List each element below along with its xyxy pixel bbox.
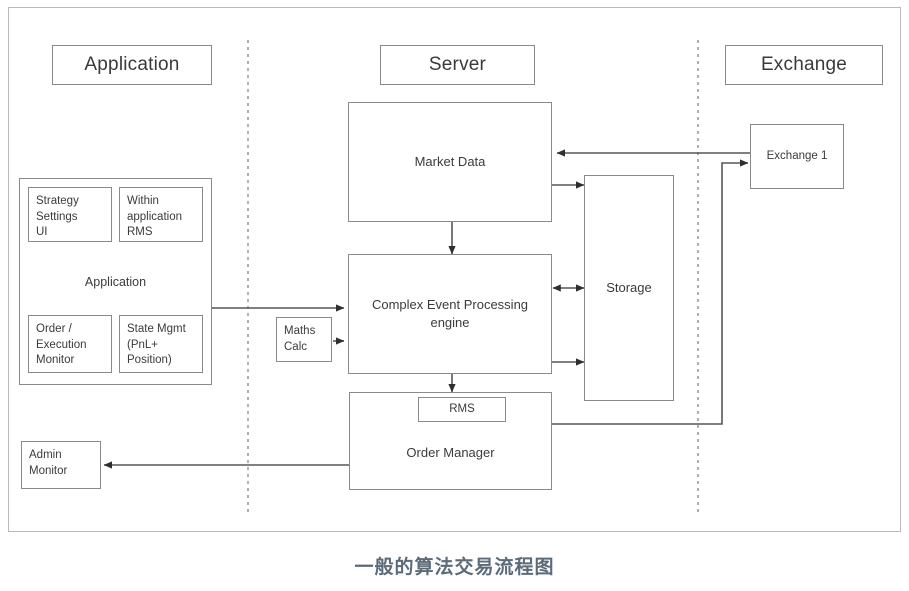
within-application-rms-label: Within application RMS (127, 195, 182, 239)
within-application-rms-box: Within application RMS (119, 187, 203, 242)
order-execution-monitor-label: Order / Execution Monitor (36, 323, 87, 367)
lane-header-server: Server (380, 45, 535, 85)
strategy-settings-ui-label: Strategy Settings UI (36, 195, 79, 239)
application-group-label: Application (84, 275, 147, 289)
exchange-1-box: Exchange 1 (750, 124, 844, 189)
cep-engine-label: Complex Event Processing engine (371, 297, 529, 330)
exchange-1-label: Exchange 1 (766, 149, 828, 162)
state-mgmt-label: State Mgmt (PnL+ Position) (127, 323, 186, 367)
rms-box: RMS (418, 397, 506, 422)
lane-header-exchange-label: Exchange (760, 54, 848, 76)
admin-monitor-box: Admin Monitor (21, 441, 101, 489)
state-mgmt-box: State Mgmt (PnL+ Position) (119, 315, 203, 373)
lane-header-exchange: Exchange (725, 45, 883, 85)
order-manager-label: Order Manager (406, 445, 495, 461)
lane-header-application-label: Application (84, 54, 180, 76)
rms-label: RMS (449, 402, 475, 415)
strategy-settings-ui-box: Strategy Settings UI (28, 187, 112, 242)
admin-monitor-label: Admin Monitor (29, 449, 68, 477)
market-data-box: Market Data (348, 102, 552, 222)
market-data-label: Market Data (414, 154, 486, 170)
lane-header-server-label: Server (428, 54, 487, 76)
figure-caption: 一般的算法交易流程图 (354, 556, 555, 578)
storage-label: Storage (606, 280, 652, 296)
order-execution-monitor-box: Order / Execution Monitor (28, 315, 112, 373)
maths-calc-box: Maths Calc (276, 317, 332, 362)
cep-engine-box: Complex Event Processing engine (348, 254, 552, 374)
lane-header-application: Application (52, 45, 212, 85)
storage-box: Storage (584, 175, 674, 401)
maths-calc-label: Maths Calc (284, 325, 316, 353)
